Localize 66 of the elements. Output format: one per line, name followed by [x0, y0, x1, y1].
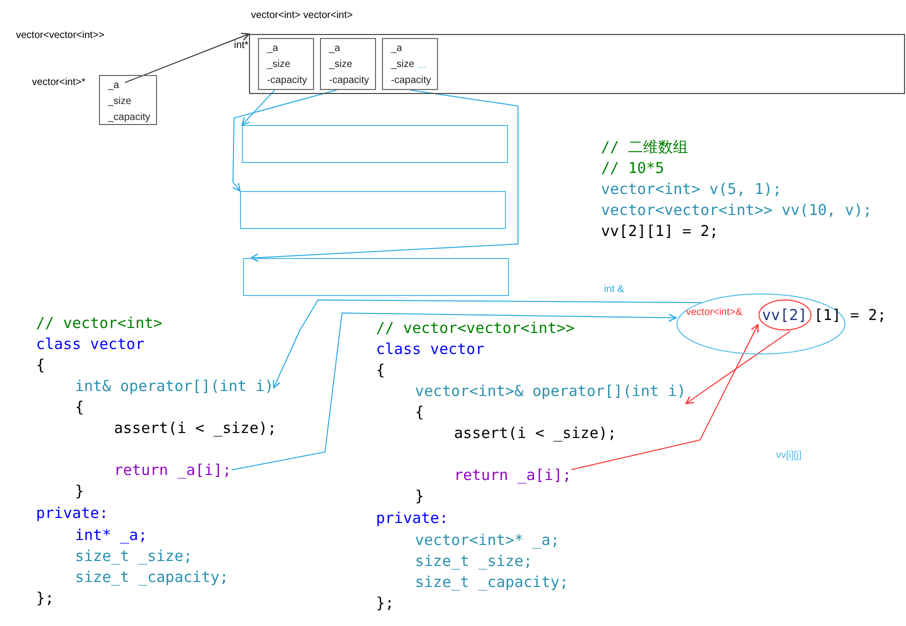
- array-heading: vector<int> vector<int>: [251, 10, 353, 22]
- arrow: [230, 312, 677, 470]
- code-line: assert(i < _size);: [454, 424, 617, 442]
- code-text: [1] = 2;: [814, 306, 886, 324]
- annotation: vv[i][j]: [776, 450, 802, 462]
- code-line: private:: [376, 509, 448, 527]
- arrow: [241, 90, 276, 126]
- array-row-box: [242, 125, 508, 163]
- struct-box: [382, 38, 438, 90]
- struct-box: [320, 38, 376, 90]
- code-line: class vector: [36, 335, 144, 353]
- arrow: [232, 90, 338, 192]
- code-line: private:: [36, 504, 108, 522]
- code-line: vector<vector<int>> vv(10, v);: [601, 201, 872, 219]
- code-text: vv[2]: [762, 306, 808, 324]
- field-name: _a: [391, 43, 402, 55]
- code-line: };: [376, 594, 394, 612]
- code-line: size_t _size;: [415, 552, 532, 570]
- ellipsis: ...: [418, 60, 426, 72]
- field-name: -capacity: [391, 75, 432, 87]
- code-line: size_t _capacity;: [75, 568, 229, 586]
- field-name: -capacity: [267, 75, 308, 87]
- code-line: vector<int>& operator[](int i): [415, 382, 686, 400]
- field-name: _a: [108, 80, 120, 92]
- field-name: -capacity: [329, 75, 370, 87]
- code-comment: // vector<int>: [36, 314, 162, 332]
- field-name: _size: [391, 59, 414, 71]
- code-line: {: [376, 361, 386, 379]
- field-name: _size: [108, 96, 132, 108]
- code-comment: // vector<vector<int>>: [376, 319, 575, 337]
- type-label: vector<int>*: [32, 77, 86, 89]
- code-line: {: [36, 356, 46, 374]
- code-line: vector<int> v(5, 1);: [601, 180, 782, 198]
- code-line: assert(i < _size);: [114, 419, 277, 437]
- field-name: _a: [329, 43, 340, 55]
- type-label: vector<vector<int>>: [16, 30, 104, 42]
- array-row-box: [240, 191, 506, 229]
- arrow: [250, 90, 518, 262]
- code-comment: // 二维数组: [601, 138, 688, 156]
- code-line: vv[2][1] = 2;: [601, 222, 718, 240]
- arrow: [124, 32, 250, 83]
- code-line: class vector: [376, 340, 484, 358]
- code-line: vector<int>* _a;: [415, 531, 560, 549]
- arrow: [685, 330, 791, 404]
- code-line: }: [75, 482, 84, 500]
- code-line: {: [415, 403, 424, 421]
- type-label: int*: [234, 40, 248, 52]
- code-line: size_t _capacity;: [415, 573, 569, 591]
- code-line: size_t _size;: [75, 547, 192, 565]
- code-line: return _a[i];: [454, 466, 572, 484]
- arrow: [272, 300, 702, 388]
- field-name: _capacity: [108, 112, 150, 124]
- struct-box: [258, 38, 314, 90]
- arrow: [570, 324, 759, 470]
- array-row-box: [243, 258, 509, 296]
- field-name: _a: [267, 43, 278, 55]
- field-name: _size: [329, 59, 352, 71]
- code-line: int* _a;: [75, 526, 148, 544]
- field-name: _size: [267, 59, 290, 71]
- code-line: }: [415, 487, 424, 505]
- code-line: return _a[i];: [114, 461, 232, 479]
- code-comment: // 10*5: [601, 159, 664, 177]
- code-line: };: [36, 589, 54, 607]
- code-line: {: [75, 398, 84, 416]
- code-line: int& operator[](int i): [75, 377, 274, 395]
- type-annotation: vector<int>&: [686, 307, 742, 319]
